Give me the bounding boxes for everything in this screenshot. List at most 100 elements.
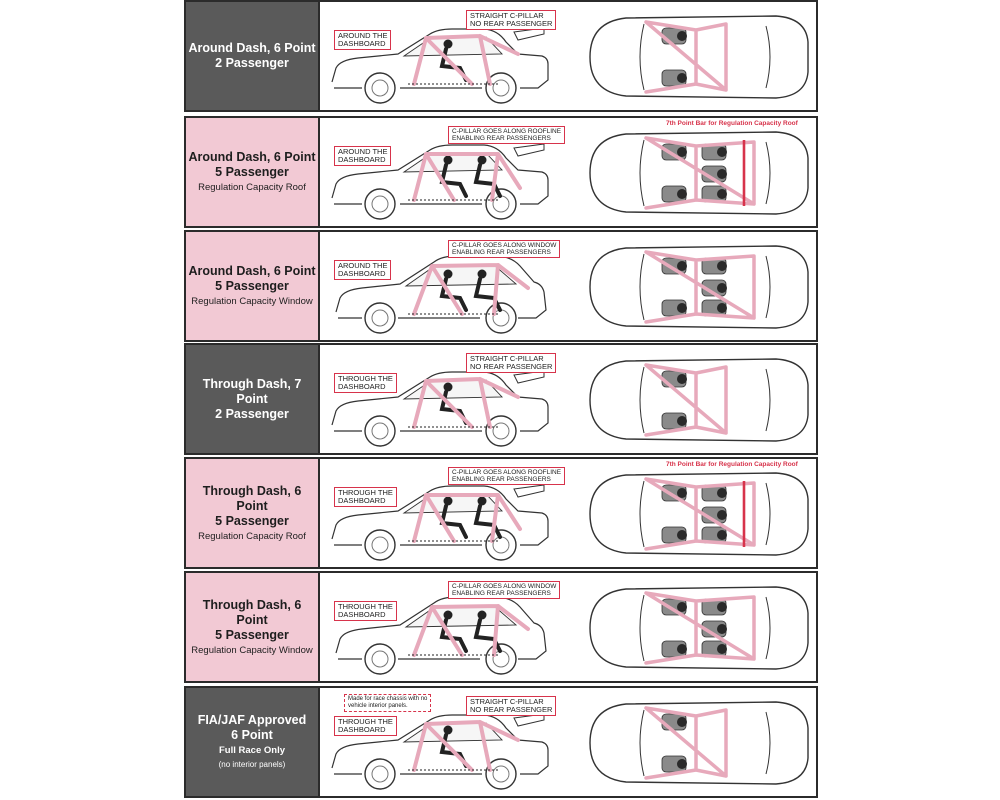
occupant-head-top <box>717 488 727 498</box>
wheel <box>485 758 517 790</box>
top-view-diagram <box>576 573 816 681</box>
roll-cage-side <box>412 493 522 543</box>
wheel-hub <box>492 422 510 440</box>
occupant-head-top <box>677 530 687 540</box>
c-pillar-callout: C-PILLAR GOES ALONG ROOFLINE ENABLING RE… <box>448 467 566 485</box>
top-view-diagram <box>576 2 816 110</box>
option-line1: Around Dash, 6 Point <box>188 264 316 278</box>
glass-lines <box>639 480 771 548</box>
seventh-point-bar-label: 7th Point Bar for Regulation Capacity Ro… <box>666 461 798 468</box>
wheel <box>485 643 517 675</box>
option-line3: Regulation Capacity Roof <box>198 182 306 193</box>
occupant-head-top <box>677 31 687 41</box>
occupant-head-top <box>717 510 727 520</box>
seventh-point-bar-label: 7th Point Bar for Regulation Capacity Ro… <box>666 120 798 127</box>
option-line1: Around Dash, 6 Point <box>188 41 316 55</box>
occupant-body <box>439 163 468 198</box>
occupant-head-top <box>677 717 687 727</box>
roll-cage-top <box>644 136 756 210</box>
occupant-head-top <box>717 147 727 157</box>
option-line3: Regulation Capacity Roof <box>198 530 306 542</box>
side-view-svg <box>331 484 549 561</box>
option-line2: 5 Passenger <box>215 627 289 642</box>
wheel <box>364 529 396 561</box>
occupant-head-top <box>677 602 687 612</box>
occupant-body <box>439 504 468 539</box>
wheel-hub <box>371 536 389 554</box>
glass-lines <box>639 139 771 207</box>
option-line2: 2 Passenger <box>215 56 289 70</box>
dashboard-callout: AROUND THE DASHBOARD <box>334 146 392 166</box>
glass-lines <box>639 253 771 321</box>
wheel <box>485 529 517 561</box>
roll-cage-side <box>412 377 520 429</box>
option-line1: FIA/JAF Approved <box>197 713 307 727</box>
roll-cage-top <box>644 363 728 437</box>
occupant-body <box>473 277 502 312</box>
c-pillar-callout: C-PILLAR GOES ALONG WINDOW ENABLING REAR… <box>448 581 561 599</box>
dashboard-callout: THROUGH THE DASHBOARD <box>334 373 397 393</box>
occupant-head <box>443 725 453 735</box>
top-view-diagram <box>576 345 816 453</box>
side-view-svg <box>335 255 547 334</box>
occupant-head-top <box>677 374 687 384</box>
occupant-head-top <box>717 189 727 199</box>
c-pillar-callout: STRAIGHT C-PILLAR NO REAR PASSENGER <box>466 696 557 716</box>
top-view-diagram: 7th Point Bar for Regulation Capacity Ro… <box>576 459 816 567</box>
occupant-head-top <box>677 303 687 313</box>
car-top-outline <box>589 15 809 99</box>
wheel <box>485 415 517 447</box>
option-line3: Regulation Capacity Window <box>191 296 313 307</box>
occupant-head-top <box>677 147 687 157</box>
roll-cage-side <box>412 34 520 86</box>
roll-cage-top <box>644 591 756 665</box>
roll-cage-top <box>644 477 756 551</box>
glass-lines <box>639 366 771 434</box>
occupant-head <box>443 39 453 49</box>
occupant-head-top <box>677 644 687 654</box>
occupant-head-top <box>717 602 727 612</box>
occupant-head <box>443 269 453 279</box>
wheel <box>364 758 396 790</box>
wheel-hub <box>371 765 389 783</box>
rear-wing <box>513 143 545 157</box>
roll-cage-top <box>644 706 728 780</box>
occupant-head-top <box>717 624 727 634</box>
top-view-svg <box>589 245 809 329</box>
side-view-svg <box>331 143 549 220</box>
option-line1: Through Dash, 6 Point <box>202 597 302 627</box>
wheel <box>364 643 396 675</box>
occupant-body <box>473 163 502 198</box>
glass-lines <box>639 594 771 662</box>
option-line4: (no interior panels) <box>218 760 286 769</box>
occupant-head <box>477 610 487 620</box>
occupant-head-top <box>717 283 727 293</box>
top-view-svg <box>589 358 809 442</box>
occupant-body <box>473 504 502 539</box>
side-view-svg <box>331 370 549 447</box>
occupant-head-top <box>677 261 687 271</box>
glass-lines <box>639 23 771 91</box>
occupant-head <box>477 155 487 165</box>
side-view-svg <box>335 596 547 675</box>
roll-cage-side <box>412 720 520 772</box>
top-view-svg <box>589 701 809 785</box>
roll-cage-side <box>412 604 530 657</box>
